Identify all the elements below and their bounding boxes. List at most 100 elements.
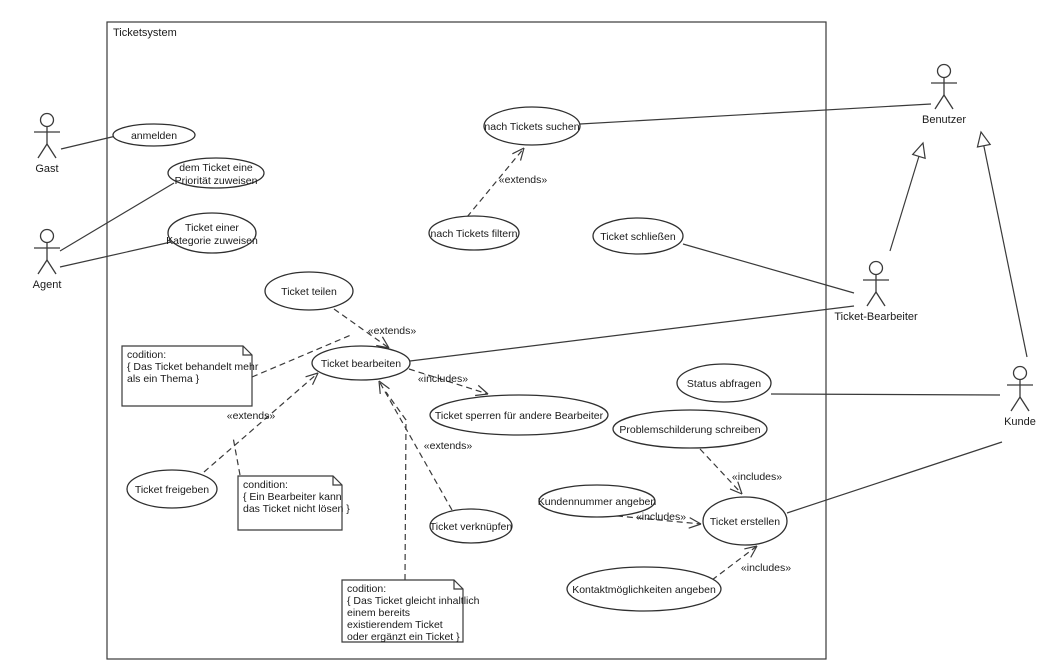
open-arrowhead-icon bbox=[744, 545, 758, 550]
use-case-label: anmelden bbox=[131, 130, 177, 142]
note-text-line: das Ticket nicht lösen } bbox=[243, 503, 350, 515]
stereotype-label: «extends» bbox=[499, 174, 548, 186]
use-case-ellipse bbox=[429, 394, 609, 436]
use-case-label: Priorität zuweisen bbox=[175, 175, 258, 187]
note-link-freigeben-note-link bbox=[232, 436, 241, 476]
note-text-line: { Das Ticket behandelt mehr bbox=[127, 361, 259, 373]
note-text-line: codition: bbox=[347, 583, 386, 595]
note-link-verknuepfen-note-link bbox=[385, 391, 407, 581]
use-case-label: Kundennummer angeben bbox=[538, 496, 657, 508]
stick-figure-icon bbox=[931, 63, 957, 110]
dependency-line bbox=[378, 380, 453, 511]
dependency-problem-includes-erstellen: «includes» bbox=[699, 448, 782, 495]
use-case-ellipse bbox=[612, 409, 768, 449]
stereotype-label: «includes» bbox=[732, 471, 782, 483]
note-fold-corner-icon bbox=[453, 580, 463, 590]
generalization-line bbox=[889, 142, 924, 252]
generalization-bearbeiter-benutzer bbox=[889, 141, 926, 252]
association-line bbox=[770, 393, 1001, 396]
generalization-line bbox=[980, 131, 1028, 358]
use-case-ticket-teilen: Ticket teilen bbox=[264, 271, 354, 311]
association-gast-anmelden bbox=[60, 135, 117, 150]
open-arrowhead-icon bbox=[376, 344, 390, 349]
association-suchen-benutzer bbox=[579, 103, 932, 125]
use-case-ellipse bbox=[429, 508, 513, 544]
association-status-kunde bbox=[770, 393, 1001, 396]
use-case-label: nach Tickets suchen bbox=[484, 121, 579, 133]
open-arrowhead-icon bbox=[737, 481, 743, 495]
use-case-kontaktmoeglichkeiten: Kontaktmöglichkeiten angeben bbox=[566, 566, 722, 612]
open-arrowhead-icon bbox=[381, 336, 390, 349]
stereotype-label: «extends» bbox=[227, 410, 276, 422]
use-case-ellipse bbox=[676, 363, 772, 403]
open-arrowhead-icon bbox=[512, 147, 525, 155]
note-text-line: oder ergänzt ein Ticket } bbox=[347, 631, 460, 643]
association-agent-prioritaet bbox=[59, 182, 175, 252]
association-schliessen-bearbeiter bbox=[682, 243, 855, 294]
use-case-ellipse bbox=[264, 271, 354, 311]
use-case-ticket-verknuepfen: Ticket verknüpfen bbox=[429, 508, 513, 544]
stereotype-label: «includes» bbox=[741, 562, 791, 574]
open-arrowhead-icon bbox=[688, 523, 702, 529]
use-case-label: nach Tickets filtern bbox=[431, 228, 518, 240]
actor-label: Kunde bbox=[1004, 416, 1036, 428]
stereotype-label: «includes» bbox=[418, 373, 468, 385]
association-line bbox=[579, 103, 932, 125]
actor-agent: Agent bbox=[33, 228, 62, 291]
actor-ticket-bearbeiter: Ticket-Bearbeiter bbox=[834, 260, 918, 323]
use-case-label: Ticket schließen bbox=[600, 231, 676, 243]
use-case-label: Ticket einer bbox=[185, 222, 239, 234]
open-arrowhead-icon bbox=[378, 380, 390, 390]
use-case-ticket-bearbeiten: Ticket bearbeiten bbox=[311, 345, 411, 381]
open-arrowhead-icon bbox=[729, 488, 743, 495]
stick-figure-icon bbox=[1007, 365, 1033, 412]
actor-label: Agent bbox=[33, 279, 62, 291]
use-case-label: Status abfragen bbox=[687, 378, 761, 390]
use-case-label: Kategorie zuweisen bbox=[166, 235, 258, 247]
use-case-ellipse bbox=[566, 566, 722, 612]
note-text-line: codition: bbox=[127, 349, 166, 361]
stick-figure-icon bbox=[34, 228, 60, 275]
note-anchor-line bbox=[232, 436, 241, 476]
open-arrowhead-icon bbox=[750, 545, 758, 558]
generalization-triangle-icon bbox=[976, 130, 992, 148]
association-line bbox=[409, 305, 855, 362]
dependency-bearbeiten-includes-sperren: «includes» bbox=[408, 368, 489, 397]
stick-figure-icon bbox=[34, 112, 60, 159]
use-case-label: Kontaktmöglichkeiten angeben bbox=[572, 584, 716, 596]
open-arrowhead-icon bbox=[477, 384, 489, 395]
system-boundary-box bbox=[106, 21, 827, 660]
dependency-line bbox=[466, 147, 525, 218]
use-case-ellipse bbox=[538, 484, 656, 518]
note-text-line: existierendem Ticket bbox=[347, 619, 443, 631]
open-arrowhead-icon bbox=[475, 393, 489, 397]
note-shape bbox=[237, 475, 343, 531]
dependency-filtern-extends-suchen: «extends» bbox=[466, 147, 548, 218]
stereotype-label: «includes» bbox=[636, 511, 686, 523]
note-teilen-condition: codition:{ Das Ticket behandelt mehrals … bbox=[121, 345, 259, 407]
association-line bbox=[786, 441, 1003, 514]
actor-label: Gast bbox=[35, 163, 58, 175]
use-case-ellipse bbox=[702, 496, 788, 546]
system-boundary-label: Ticketsystem bbox=[113, 27, 177, 39]
dependency-line bbox=[333, 308, 390, 349]
dependency-line bbox=[408, 368, 489, 395]
actor-label: Ticket-Bearbeiter bbox=[834, 311, 918, 323]
open-arrowhead-icon bbox=[305, 372, 319, 378]
association-line bbox=[59, 241, 172, 268]
note-fold-corner-icon bbox=[332, 476, 342, 486]
actor-label: Benutzer bbox=[922, 114, 966, 126]
note-text-line: condition: bbox=[243, 479, 288, 491]
note-shape bbox=[341, 579, 464, 643]
note-shape bbox=[121, 345, 253, 407]
generalization-kunde-benutzer bbox=[976, 130, 1028, 358]
association-agent-kategorie bbox=[59, 241, 172, 268]
use-case-ellipse bbox=[428, 215, 520, 251]
use-case-label: Ticket sperren für andere Bearbeiter bbox=[435, 410, 604, 422]
use-case-nach-tickets-suchen: nach Tickets suchen bbox=[483, 106, 581, 146]
stereotype-label: «extends» bbox=[368, 325, 417, 337]
note-anchor-line bbox=[385, 391, 407, 581]
